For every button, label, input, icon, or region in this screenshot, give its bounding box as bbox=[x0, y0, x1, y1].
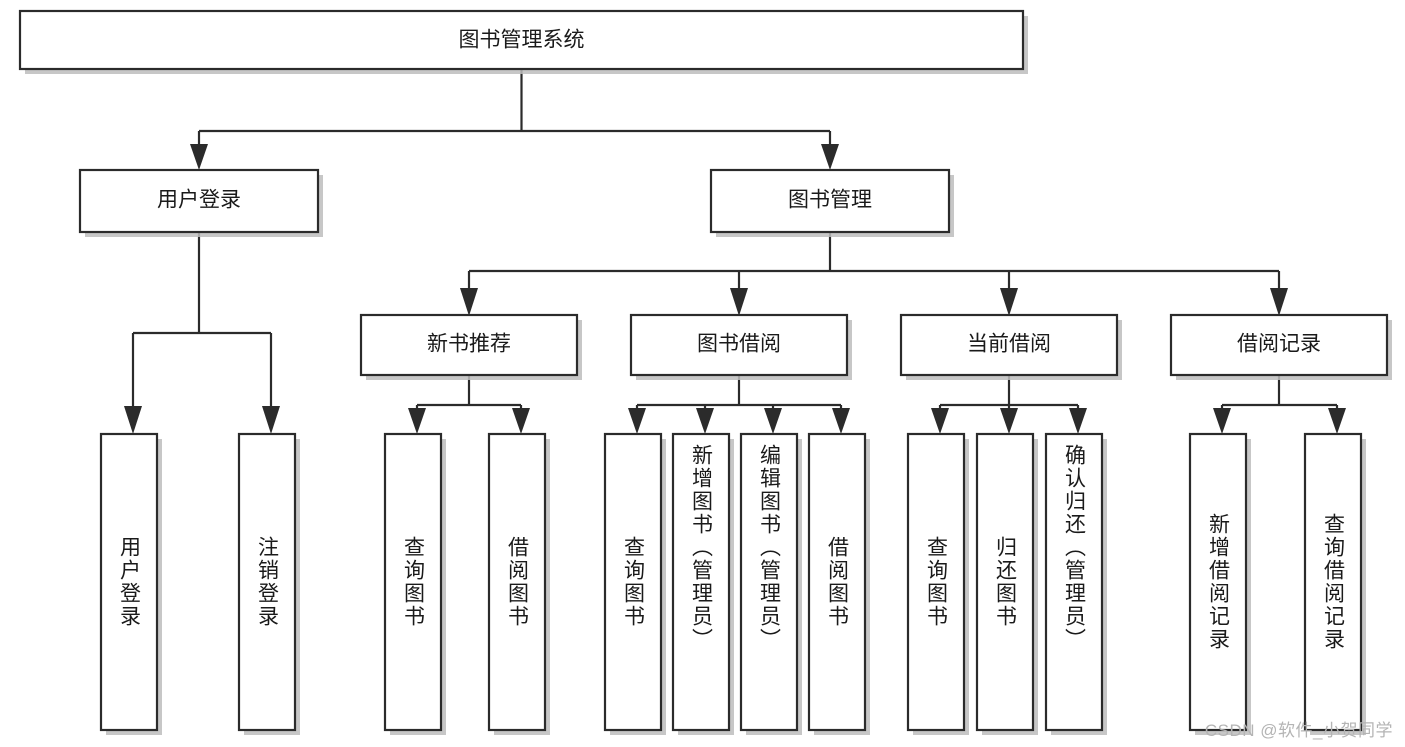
arrow-head-user-login bbox=[190, 144, 208, 170]
leaf-query-book-1-box[interactable] bbox=[383, 432, 443, 732]
arrow-head-borrow-record bbox=[1270, 288, 1288, 316]
arrow-head-leaf-edit-book bbox=[764, 408, 782, 434]
node-borrow-record[interactable]: 借阅记录 bbox=[1169, 313, 1392, 380]
arrow-head-leaf-user-logout bbox=[262, 406, 280, 434]
leaf-query-record-box[interactable] bbox=[1303, 432, 1363, 732]
leaf-user-login-box[interactable] bbox=[99, 432, 159, 732]
leaf-confirm-return-box[interactable] bbox=[1044, 432, 1104, 732]
arrow-head-leaf-add-record bbox=[1213, 408, 1231, 434]
arrow-head-leaf-query-book-1 bbox=[408, 408, 426, 434]
node-root[interactable]: 图书管理系统 bbox=[18, 9, 1028, 74]
leaf-edit-book-box[interactable] bbox=[739, 432, 799, 732]
leaf-user-logout-box[interactable] bbox=[237, 432, 297, 732]
arrow-head-book-manage bbox=[821, 144, 839, 170]
leaf-query-book-3-box[interactable] bbox=[906, 432, 966, 732]
arrow-head-leaf-user-login bbox=[124, 406, 142, 434]
node-new-book-recommend-label: 新书推荐 bbox=[427, 333, 511, 356]
node-user-login-box[interactable] bbox=[78, 168, 320, 234]
arrow-head-leaf-query-book-2 bbox=[628, 408, 646, 434]
node-user-login-label: 用户登录 bbox=[157, 189, 241, 212]
leaf-borrow-book-2-box[interactable] bbox=[807, 432, 867, 732]
node-current-borrow[interactable]: 当前借阅 bbox=[899, 313, 1122, 380]
arrow-head-current-borrow bbox=[1000, 288, 1018, 316]
leaf-add-book-box[interactable] bbox=[671, 432, 731, 732]
leaf-borrow-book-1-box[interactable] bbox=[487, 432, 547, 732]
arrow-head-new-book-recommend bbox=[460, 288, 478, 316]
leaf-return-book-box[interactable] bbox=[975, 432, 1035, 732]
arrow-head-leaf-confirm-return bbox=[1069, 408, 1087, 434]
leaf-add-record-box[interactable] bbox=[1188, 432, 1248, 732]
node-borrow-record-label: 借阅记录 bbox=[1237, 333, 1321, 356]
arrow-head-leaf-borrow-book-1 bbox=[512, 408, 530, 434]
arrow-head-leaf-query-book-3 bbox=[931, 408, 949, 434]
leaf-boxes bbox=[99, 432, 1366, 735]
node-current-borrow-label: 当前借阅 bbox=[967, 333, 1051, 356]
node-new-book-recommend[interactable]: 新书推荐 bbox=[359, 313, 582, 380]
node-book-borrow-label: 图书借阅 bbox=[697, 333, 781, 356]
arrow-head-leaf-borrow-book-2 bbox=[832, 408, 850, 434]
node-book-manage-label: 图书管理 bbox=[788, 189, 872, 212]
connector-layer bbox=[124, 70, 1346, 434]
node-book-borrow-box[interactable] bbox=[629, 313, 849, 377]
watermark-text: CSDN @软件_小贺同学 bbox=[1204, 721, 1393, 740]
arrow-head-leaf-query-record bbox=[1328, 408, 1346, 434]
node-new-book-recommend-box[interactable] bbox=[359, 313, 579, 377]
node-current-borrow-box[interactable] bbox=[899, 313, 1119, 377]
arrow-head-leaf-return-book bbox=[1000, 408, 1018, 434]
node-root-label: 图书管理系统 bbox=[459, 29, 585, 52]
node-root-box[interactable] bbox=[18, 9, 1025, 71]
node-book-borrow[interactable]: 图书借阅 bbox=[629, 313, 852, 380]
arrow-head-leaf-add-book bbox=[696, 408, 714, 434]
leaf-query-book-2-box[interactable] bbox=[603, 432, 663, 732]
node-borrow-record-box[interactable] bbox=[1169, 313, 1389, 377]
node-book-manage-box[interactable] bbox=[709, 168, 951, 234]
arrow-head-book-borrow bbox=[730, 288, 748, 316]
node-book-manage[interactable]: 图书管理 bbox=[709, 168, 954, 237]
node-user-login[interactable]: 用户登录 bbox=[78, 168, 323, 237]
